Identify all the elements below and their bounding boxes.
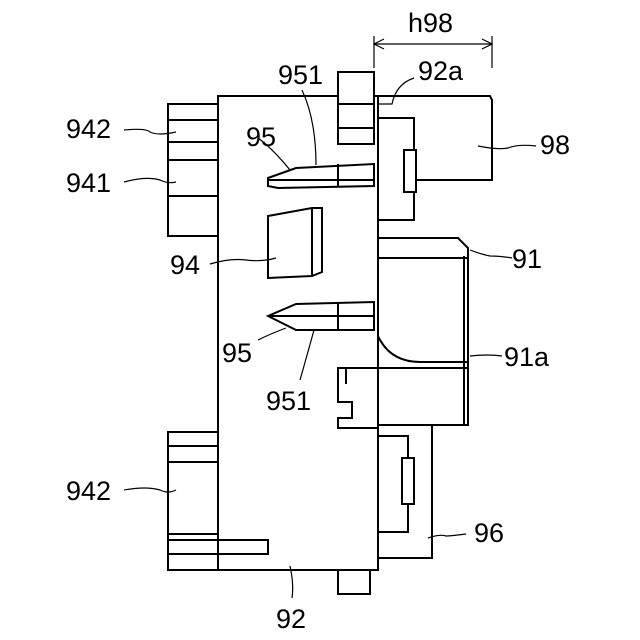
part-92-body — [218, 72, 378, 594]
label-h98: h98 — [408, 8, 453, 38]
label-951-bottom: 951 — [266, 386, 311, 416]
label-91a: 91a — [504, 342, 550, 372]
label-98: 98 — [540, 130, 570, 160]
part-94 — [268, 208, 322, 278]
label-95-bottom: 95 — [222, 338, 252, 368]
part-98 — [378, 96, 492, 220]
label-94: 94 — [170, 250, 200, 280]
label-942-bottom: 942 — [66, 476, 111, 506]
part-95-upper — [268, 164, 374, 188]
label-941: 941 — [66, 168, 111, 198]
label-91: 91 — [512, 244, 542, 274]
label-951-top: 951 — [278, 60, 323, 90]
label-96: 96 — [474, 518, 504, 548]
label-95-top: 95 — [246, 122, 276, 152]
label-92a: 92a — [418, 56, 464, 86]
part-96 — [378, 425, 432, 558]
part-95-lower — [268, 302, 374, 330]
label-92: 92 — [276, 604, 306, 634]
part-91 — [378, 238, 468, 425]
part-941-942-top — [168, 104, 218, 236]
label-942-top: 942 — [66, 114, 111, 144]
